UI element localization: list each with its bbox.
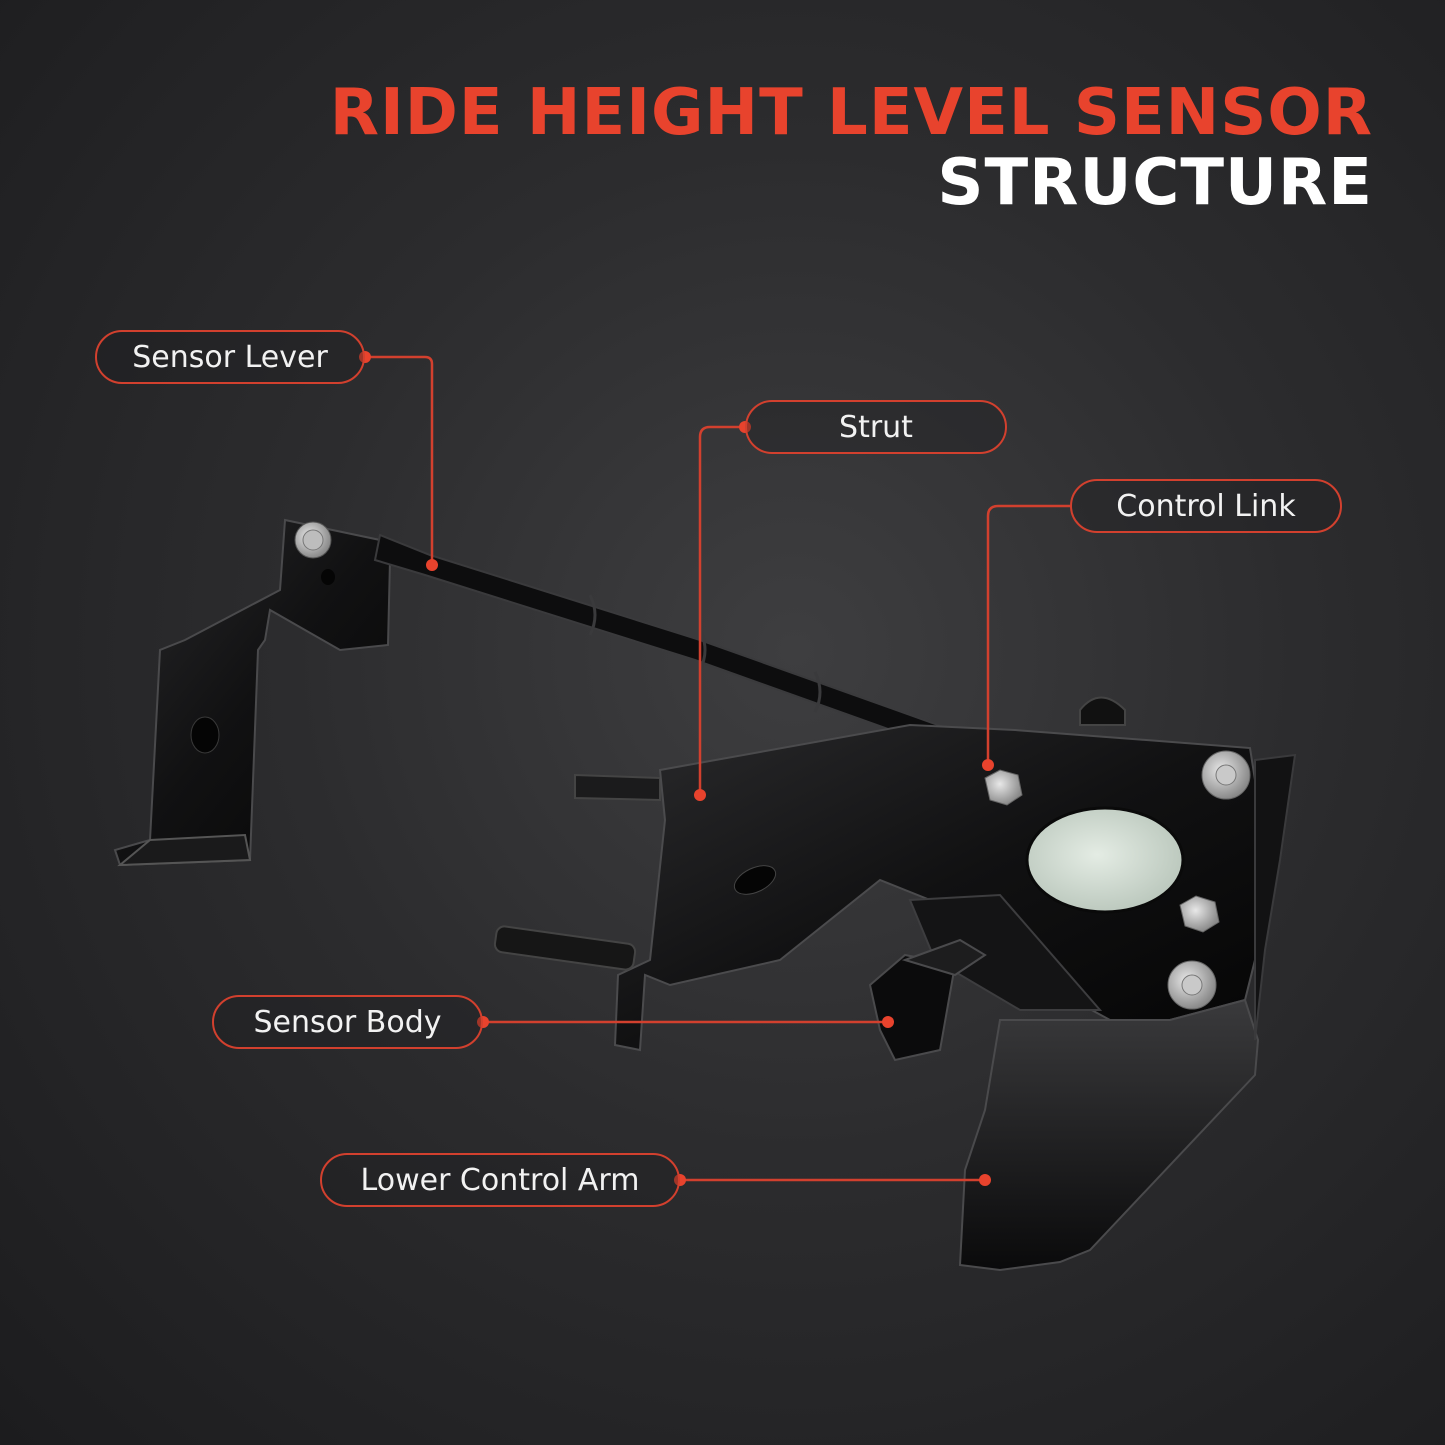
title-line-2: STRUCTURE: [937, 146, 1373, 220]
callout-dot: [882, 1016, 894, 1028]
label-strut: Strut: [745, 400, 1007, 454]
sensor-body-shape: [868, 893, 1103, 1062]
callout-dot: [694, 789, 706, 801]
callout-lines: [365, 355, 1070, 1182]
callout-line-strut: [698, 425, 745, 795]
callout-dot: [426, 559, 438, 571]
sensor-lever-rod: [294, 521, 982, 762]
label-control-link: Control Link: [1070, 479, 1342, 533]
title: RIDE HEIGHT LEVEL SENSOR STRUCTURE: [330, 78, 1373, 218]
label-lower-control-arm: Lower Control Arm: [320, 1153, 680, 1207]
lower-control-arm-plate: [958, 753, 1297, 1272]
threaded-stud: [493, 925, 637, 971]
left-bracket: [113, 518, 392, 867]
callout-dot: [982, 759, 994, 771]
label-sensor-body: Sensor Body: [212, 995, 483, 1049]
callout-line-control-link: [986, 504, 1070, 765]
callout-line-sensor-lever: [365, 355, 434, 565]
sensor-lens: [1025, 806, 1185, 914]
callout-dot: [979, 1174, 991, 1186]
fasteners: [984, 750, 1251, 1010]
title-line-1: RIDE HEIGHT LEVEL SENSOR: [329, 76, 1373, 150]
label-sensor-lever: Sensor Lever: [95, 330, 365, 384]
